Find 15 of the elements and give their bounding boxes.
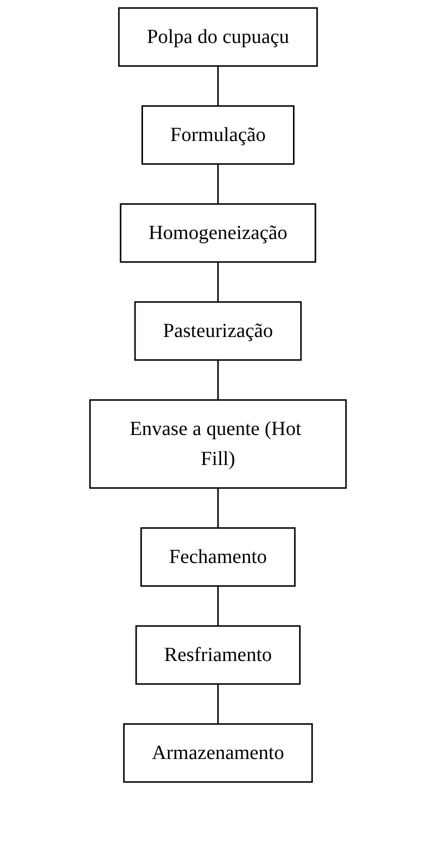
connector: [217, 262, 219, 302]
node-box: Polpa do cupuaçu: [118, 7, 318, 67]
node-box: Pasteurização: [134, 301, 302, 361]
connector: [217, 360, 219, 400]
node-box: Envase a quente (Hot Fill): [89, 399, 347, 489]
connector: [217, 586, 219, 626]
node-box: Homogeneização: [120, 203, 316, 263]
node-box: Formulação: [141, 105, 295, 165]
connector: [217, 488, 219, 528]
node-box: Armazenamento: [123, 723, 313, 783]
connector: [217, 66, 219, 106]
node-box: Resfriamento: [135, 625, 301, 685]
node-box: Fechamento: [140, 527, 296, 587]
connector: [217, 164, 219, 204]
connector: [217, 684, 219, 724]
